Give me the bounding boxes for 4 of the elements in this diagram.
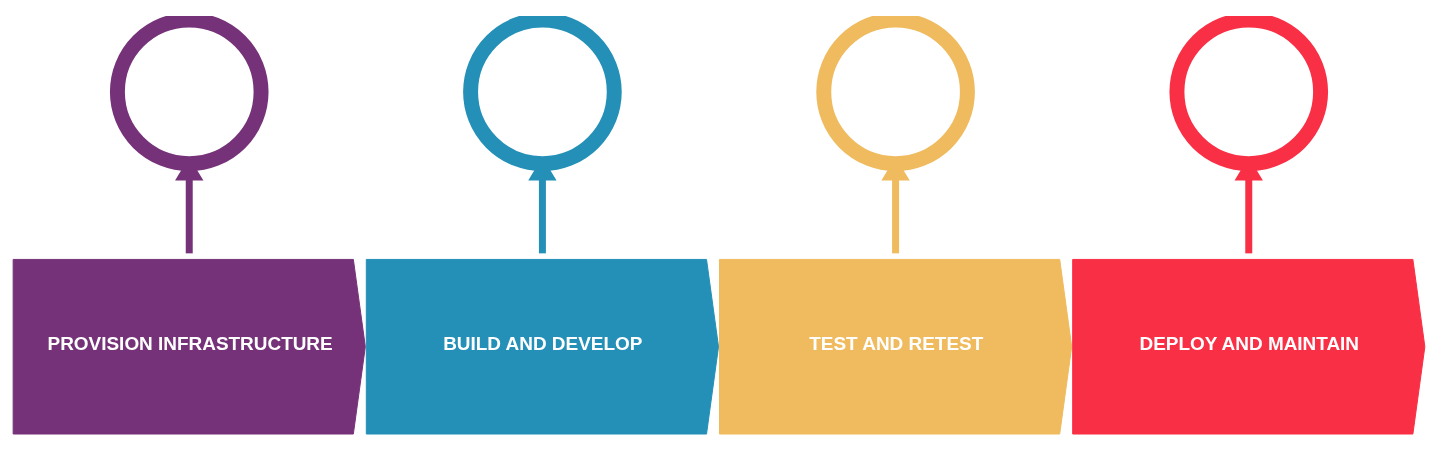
node-circle	[463, 16, 622, 172]
node-circle	[816, 16, 975, 172]
node-circle	[1169, 16, 1329, 172]
node-circle	[109, 16, 269, 172]
